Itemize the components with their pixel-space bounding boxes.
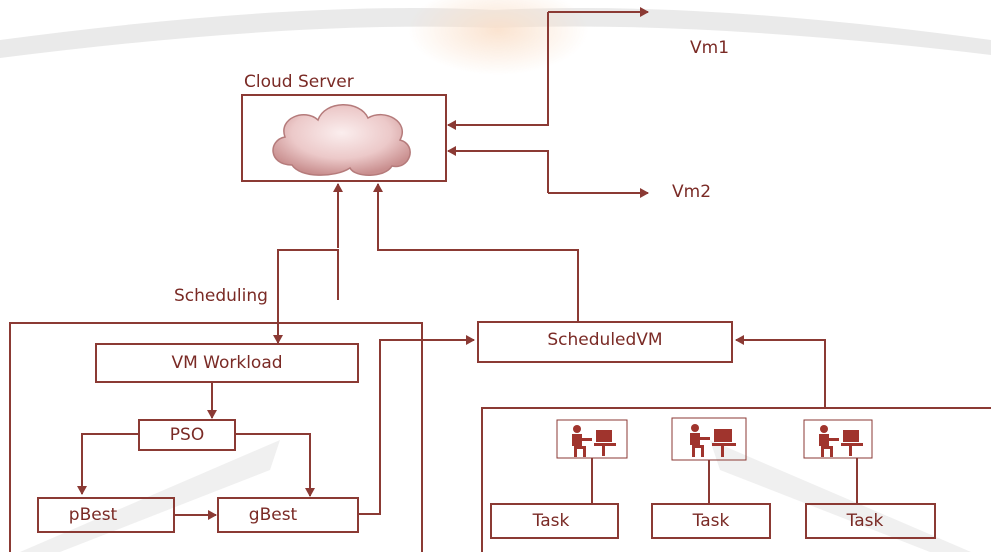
pbest-text: pBest <box>68 505 118 525</box>
gbest-to-scheduledvm-arrow <box>358 335 475 515</box>
vm-workload-box <box>95 343 359 383</box>
vm1-connector <box>447 12 549 130</box>
scheduler-container <box>9 322 423 552</box>
vm2-label: Vm2 <box>672 182 712 202</box>
scheduling-down-arrow <box>273 249 339 344</box>
pso-to-gbest-arrow <box>235 433 315 497</box>
scheduledvm-text: ScheduledVM <box>547 330 663 350</box>
cloud-server-label: Cloud Server <box>244 72 354 92</box>
vm2-connector <box>447 146 549 193</box>
person-at-computer-icon <box>572 424 863 457</box>
scheduling-label: Scheduling <box>174 286 268 306</box>
scheduledvm-box <box>477 321 733 363</box>
vm1-label: Vm1 <box>690 38 730 58</box>
cloud-icon <box>272 104 411 176</box>
task-text-3: Task <box>846 511 884 531</box>
task-box-3 <box>805 503 936 539</box>
task-text-2: Task <box>692 511 730 531</box>
user-icon-box-3 <box>803 419 873 459</box>
cloud-server-box <box>241 94 447 182</box>
tasks-to-scheduledvm-arrow <box>735 335 826 408</box>
scheduledvm-to-cloud-arrow <box>373 183 579 322</box>
vm-workload-text: VM Workload <box>171 353 283 373</box>
task-box-2 <box>651 503 771 539</box>
pso-text: PSO <box>169 425 205 445</box>
tasks-container <box>481 407 991 552</box>
pso-to-pbest-arrow <box>77 433 139 495</box>
task-box-1 <box>490 503 619 539</box>
gbest-text: gBest <box>248 505 298 525</box>
task-text-1: Task <box>532 511 570 531</box>
